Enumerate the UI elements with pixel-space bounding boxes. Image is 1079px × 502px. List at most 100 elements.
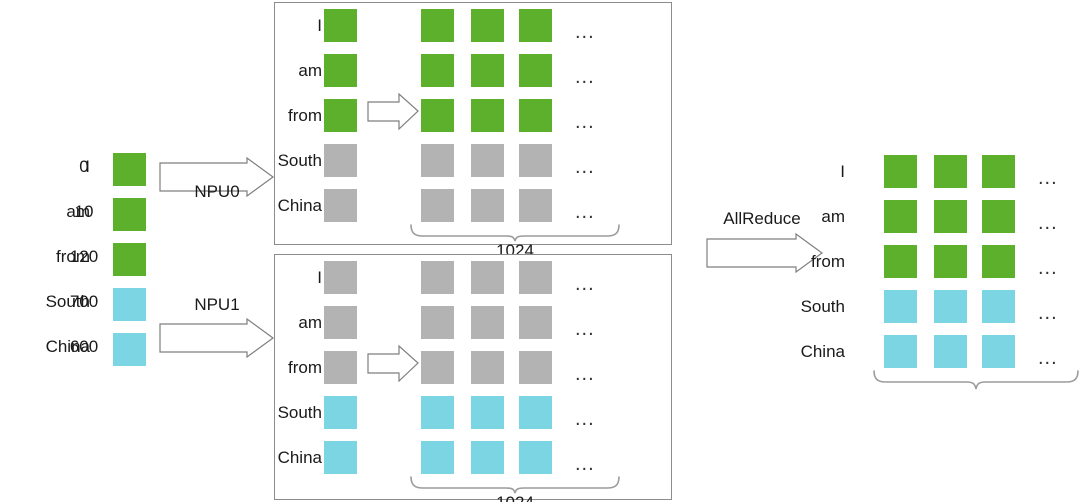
panel-npu0-grid-cell bbox=[519, 189, 552, 222]
panel-npu1-row-ellipsis: ... bbox=[575, 453, 595, 475]
input-id-label: 600 bbox=[69, 337, 99, 356]
panel-npu0-row-ellipsis: ... bbox=[575, 111, 595, 133]
panel-npu1-lookup-cell bbox=[324, 261, 357, 294]
result-row-ellipsis: ... bbox=[1038, 212, 1058, 234]
panel-npu1-row-ellipsis: ... bbox=[575, 318, 595, 340]
panel-npu0-row-label: I bbox=[317, 16, 322, 35]
npu0-arrow-label: NPU0 bbox=[194, 182, 240, 201]
panel-npu1-row-label: I bbox=[317, 268, 322, 287]
input-token-label: China bbox=[45, 337, 90, 356]
input-token-label: South bbox=[45, 292, 90, 311]
input-id-label: 120 bbox=[69, 247, 99, 266]
panel-npu0-row-ellipsis: ... bbox=[575, 21, 595, 43]
result-row-label: from bbox=[811, 252, 845, 271]
result-grid-cell bbox=[982, 245, 1015, 278]
panel-npu0-row-ellipsis: ... bbox=[575, 201, 595, 223]
panel-npu0-inner-arrow-icon bbox=[367, 93, 419, 130]
panel-npu1-grid-cell bbox=[471, 351, 504, 384]
result-row-ellipsis: ... bbox=[1038, 347, 1058, 369]
panel-npu0-grid-cell bbox=[471, 54, 504, 87]
panel-npu1-brace-label: 1024 bbox=[409, 493, 621, 502]
input-token-label: am bbox=[66, 202, 90, 221]
panel-npu1-grid-cell bbox=[471, 396, 504, 429]
panel-npu1-grid-cell bbox=[421, 441, 454, 474]
panel-npu1-grid-cell bbox=[519, 441, 552, 474]
panel-npu0-row-label: China bbox=[277, 196, 322, 215]
input-token-label: I bbox=[85, 157, 90, 176]
panel-npu1: I am from South China ... ... ... ... bbox=[274, 254, 672, 502]
result-row-ellipsis: ... bbox=[1038, 257, 1058, 279]
panel-npu0-grid-cell bbox=[421, 9, 454, 42]
panel-npu0: I am from South China ... ... ... bbox=[274, 2, 672, 260]
panel-npu1-inner-arrow-icon bbox=[367, 345, 419, 382]
input-swatch bbox=[113, 243, 146, 276]
result-grid-cell bbox=[934, 200, 967, 233]
result-grid-cell bbox=[982, 155, 1015, 188]
panel-npu0-lookup-cell bbox=[324, 9, 357, 42]
panel-npu1-grid-cell bbox=[421, 261, 454, 294]
result-grid-cell bbox=[934, 245, 967, 278]
panel-npu1-grid-cell bbox=[519, 351, 552, 384]
result-grid-cell bbox=[934, 290, 967, 323]
panel-npu0-row-label: from bbox=[288, 106, 322, 125]
panel-npu0-grid-cell bbox=[471, 144, 504, 177]
panel-npu0-row-ellipsis: ... bbox=[575, 66, 595, 88]
result-grid-cell bbox=[884, 155, 917, 188]
result-row-ellipsis: ... bbox=[1038, 302, 1058, 324]
panel-npu1-dimension-brace bbox=[409, 476, 621, 494]
result-row-label: I bbox=[840, 162, 845, 181]
input-token-label: from bbox=[56, 247, 90, 266]
allreduce-arrow-label: AllReduce bbox=[723, 209, 801, 228]
panel-npu0-row-label: South bbox=[277, 151, 322, 170]
input-swatch bbox=[113, 198, 146, 231]
panel-npu1-row-label: from bbox=[288, 358, 322, 377]
panel-npu1-grid-cell bbox=[471, 306, 504, 339]
panel-npu0-grid-cell bbox=[421, 99, 454, 132]
result-dimension-brace bbox=[872, 370, 1079, 390]
result-grid-cell bbox=[982, 290, 1015, 323]
panel-npu1-grid-cell bbox=[519, 396, 552, 429]
panel-npu1-lookup-cell bbox=[324, 351, 357, 384]
panel-npu1-lookup-cell bbox=[324, 306, 357, 339]
panel-npu0-grid-cell bbox=[421, 189, 454, 222]
result-grid-cell bbox=[884, 200, 917, 233]
input-id-label: 10 bbox=[74, 202, 94, 221]
panel-npu0-lookup-cell bbox=[324, 99, 357, 132]
npu1-arrow-icon bbox=[159, 318, 275, 358]
input-swatch bbox=[113, 288, 146, 321]
result-grid-cell bbox=[934, 335, 967, 368]
result-grid-cell bbox=[884, 335, 917, 368]
panel-npu0-lookup-cell bbox=[324, 189, 357, 222]
panel-npu0-dimension-brace bbox=[409, 224, 621, 242]
result-grid-cell bbox=[934, 155, 967, 188]
result-row-label: am bbox=[821, 207, 845, 226]
npu0-arrow-icon bbox=[159, 157, 275, 197]
panel-npu0-row-ellipsis: ... bbox=[575, 156, 595, 178]
allreduce-arrow-icon bbox=[706, 233, 824, 273]
panel-npu1-lookup-cell bbox=[324, 396, 357, 429]
panel-npu0-row-label: am bbox=[298, 61, 322, 80]
panel-npu1-grid-cell bbox=[471, 261, 504, 294]
panel-npu1-grid-cell bbox=[471, 441, 504, 474]
panel-npu1-grid-cell bbox=[421, 396, 454, 429]
panel-npu0-lookup-cell bbox=[324, 144, 357, 177]
panel-npu0-grid-cell bbox=[421, 144, 454, 177]
panel-npu1-grid-cell bbox=[519, 261, 552, 294]
panel-npu1-row-label: am bbox=[298, 313, 322, 332]
result-grid-cell bbox=[982, 200, 1015, 233]
panel-npu0-grid-cell bbox=[421, 54, 454, 87]
result-row-label: South bbox=[800, 297, 845, 316]
panel-npu1-row-label: South bbox=[277, 403, 322, 422]
panel-npu0-grid-cell bbox=[519, 99, 552, 132]
result-row-label: China bbox=[800, 342, 845, 361]
panel-npu1-row-ellipsis: ... bbox=[575, 363, 595, 385]
panel-npu1-row-label: China bbox=[277, 448, 322, 467]
panel-npu1-lookup-cell bbox=[324, 441, 357, 474]
result-grid-cell bbox=[884, 245, 917, 278]
panel-npu1-row-ellipsis: ... bbox=[575, 408, 595, 430]
input-swatch bbox=[113, 333, 146, 366]
panel-npu0-grid-cell bbox=[519, 9, 552, 42]
result-row-ellipsis: ... bbox=[1038, 167, 1058, 189]
panel-npu0-grid-cell bbox=[471, 9, 504, 42]
result-grid-cell bbox=[982, 335, 1015, 368]
